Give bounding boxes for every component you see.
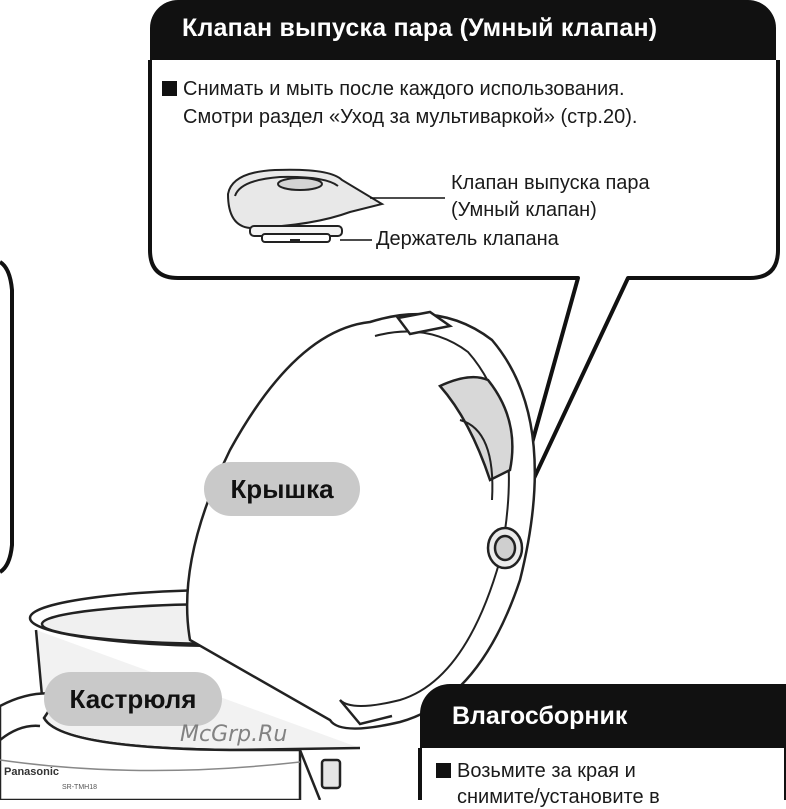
brand-label: Panasonic	[4, 766, 60, 778]
condensate-line-2: снимите/установите в	[457, 786, 660, 808]
valve-illustration	[226, 168, 385, 243]
instruction-line-2: Смотри раздел «Уход за мультиваркой» (ст…	[183, 106, 638, 128]
watermark: McGrp.Ru	[180, 722, 288, 747]
lid-illustration	[185, 310, 537, 730]
model-label: SR-TMH18	[62, 784, 98, 791]
bullet-square-icon	[436, 763, 451, 778]
pot-label: Кастрюля	[44, 672, 222, 726]
instruction-line-1: Снимать и мыть после каждого использован…	[162, 78, 625, 101]
condensate-line-1: Возьмите за края и	[436, 760, 636, 783]
condensate-title-bar: Влагосборник	[420, 684, 786, 748]
lid-label: Крышка	[204, 462, 360, 516]
steam-valve-title-bar: Клапан выпуска пара (Умный клапан)	[150, 0, 776, 60]
left-callout-edge	[0, 260, 14, 574]
steam-valve-title: Клапан выпуска пара (Умный клапан)	[182, 14, 658, 42]
valve-label-line-2: (Умный клапан)	[451, 199, 597, 221]
valve-holder-label: Держатель клапана	[376, 228, 559, 250]
condensate-title: Влагосборник	[452, 702, 628, 730]
bullet-square-icon	[162, 81, 177, 96]
condensate-callout-outline	[418, 748, 786, 800]
cooker-body	[0, 692, 342, 800]
valve-label-line-1: Клапан выпуска пара	[451, 172, 650, 194]
